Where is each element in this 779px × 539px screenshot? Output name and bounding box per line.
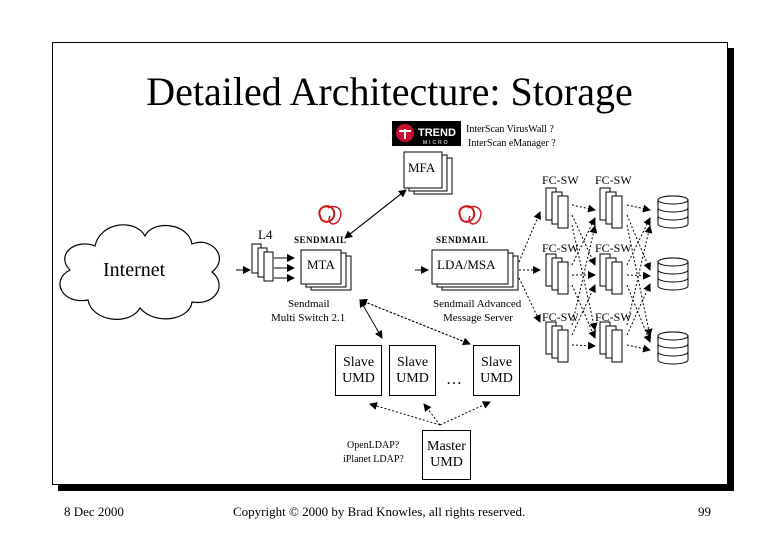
slave-umd-box-3: Slave UMD bbox=[473, 345, 520, 396]
master-umd-box: Master UMD bbox=[422, 430, 471, 480]
mfa-label: MFA bbox=[408, 160, 436, 175]
internet-label: Internet bbox=[103, 259, 166, 281]
mta-label: MTA bbox=[307, 257, 335, 272]
mta-stack bbox=[300, 249, 352, 291]
slave-umd-2-line1: Slave bbox=[396, 354, 429, 370]
fc-switch-stack bbox=[545, 321, 569, 363]
sendmail-logo-left: SENDMAIL bbox=[294, 205, 347, 245]
fc-sw-label: FC-SW bbox=[595, 310, 632, 324]
disk-array-icon bbox=[657, 195, 689, 229]
mta-caption-1: Sendmail bbox=[288, 298, 330, 310]
master-note-1: OpenLDAP? bbox=[347, 440, 400, 451]
svg-text:SENDMAIL: SENDMAIL bbox=[436, 235, 489, 245]
svg-text:MICRO: MICRO bbox=[423, 140, 450, 146]
slave-umd-box-2: Slave UMD bbox=[389, 345, 436, 396]
lda-caption-1: Sendmail Advanced bbox=[433, 298, 522, 310]
footer-page-number: 99 bbox=[698, 504, 711, 519]
l4-switch-stack bbox=[251, 243, 274, 282]
fc-switch-stack bbox=[545, 187, 569, 229]
mta-to-slave-links bbox=[359, 298, 471, 346]
trend-note-2: InterScan eManager ? bbox=[468, 138, 556, 149]
fc-sw-label: FC-SW bbox=[595, 241, 632, 255]
trend-note-1: InterScan VirusWall ? bbox=[466, 124, 554, 135]
svg-text:SENDMAIL: SENDMAIL bbox=[294, 235, 347, 245]
fc-sw-label: FC-SW bbox=[595, 173, 632, 187]
footer-date: 8 Dec 2000 bbox=[64, 504, 124, 519]
fc-switch-stack bbox=[545, 253, 569, 295]
l4-label: L4 bbox=[258, 227, 273, 242]
fc-switch-stack bbox=[599, 187, 623, 229]
l4-to-mta-arrows bbox=[274, 254, 295, 282]
trend-micro-logo: TREND MICRO bbox=[392, 121, 461, 146]
lda-msa-label: LDA/MSA bbox=[437, 257, 496, 272]
disk-array-icon bbox=[657, 331, 689, 365]
master-to-slave-links bbox=[369, 401, 491, 426]
fc-sw-label: FC-SW bbox=[542, 241, 579, 255]
master-note-2: iPlanet LDAP? bbox=[343, 454, 404, 465]
ellipsis: … bbox=[446, 371, 462, 388]
slave-umd-1-line1: Slave bbox=[342, 354, 375, 370]
footer-copyright: Copyright © 2000 by Brad Knowles, all ri… bbox=[233, 504, 526, 519]
slave-umd-3-line1: Slave bbox=[480, 354, 513, 370]
slave-umd-2-line2: UMD bbox=[396, 370, 429, 386]
internet-cloud bbox=[59, 224, 220, 320]
fc-sw-label: FC-SW bbox=[542, 310, 579, 324]
fc-switch-stack bbox=[599, 253, 623, 295]
lda-caption-2: Message Server bbox=[443, 312, 513, 324]
lda-to-fcsw-links bbox=[518, 211, 541, 323]
slave-umd-1-line2: UMD bbox=[342, 370, 375, 386]
lda-msa-stack bbox=[431, 249, 519, 291]
slide-title: Detailed Architecture: Storage bbox=[146, 69, 633, 114]
mta-mfa-link bbox=[344, 189, 407, 239]
fc-sw-label: FC-SW bbox=[542, 173, 579, 187]
master-umd-line2: UMD bbox=[430, 455, 463, 470]
fc-switch-stacks bbox=[545, 187, 623, 363]
slave-umd-3-line2: UMD bbox=[480, 370, 513, 386]
mta-caption-2: Multi Switch 2.1 bbox=[271, 312, 346, 324]
sendmail-logo-right: SENDMAIL bbox=[436, 205, 489, 245]
fc-cross-links bbox=[571, 204, 653, 353]
svg-text:TREND: TREND bbox=[418, 127, 456, 139]
disk-arrays bbox=[657, 195, 689, 365]
master-umd-line1: Master bbox=[427, 439, 466, 454]
slave-umd-box-1: Slave UMD bbox=[335, 345, 382, 396]
mfa-stack bbox=[403, 151, 453, 195]
fc-switch-stack bbox=[599, 321, 623, 363]
disk-array-icon bbox=[657, 257, 689, 291]
